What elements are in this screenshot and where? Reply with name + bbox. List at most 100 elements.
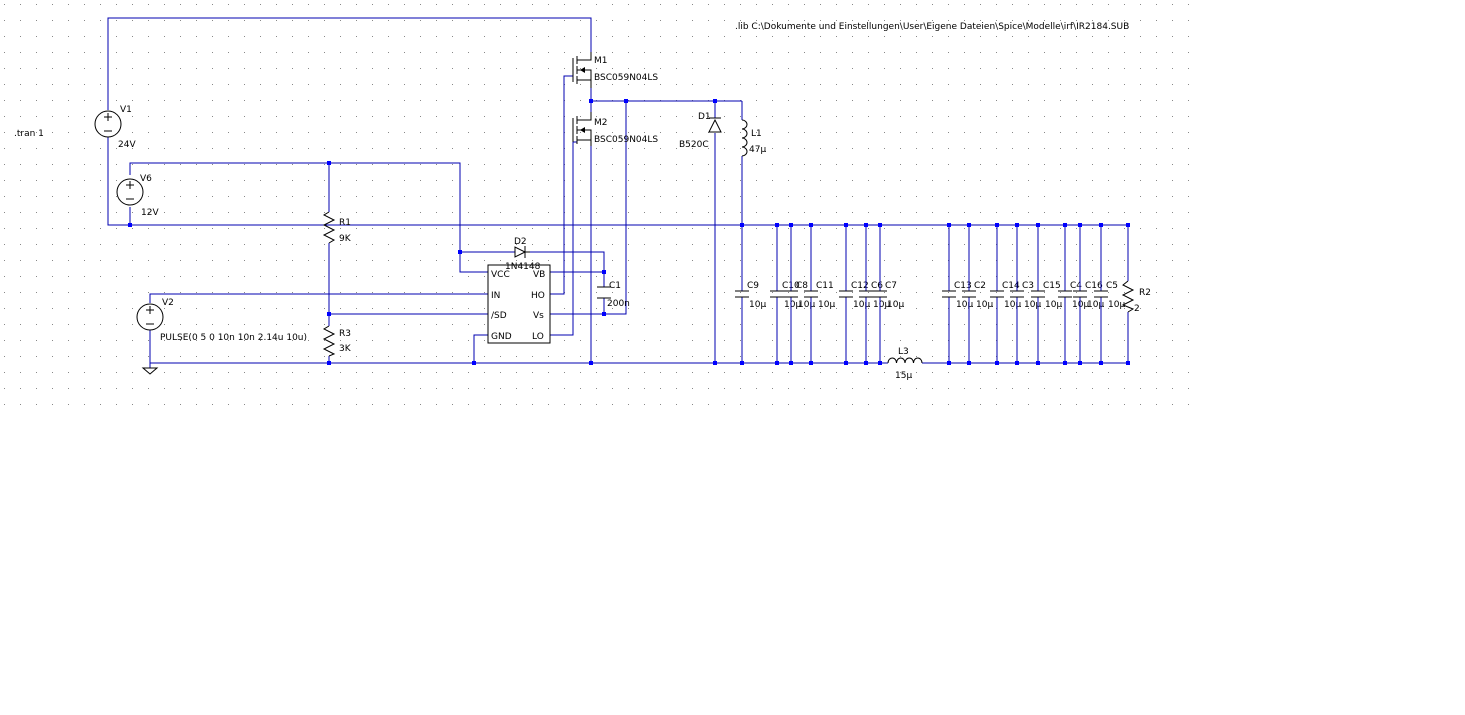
capacitor-ref: C2 <box>974 281 986 291</box>
m2-ref: M2 <box>594 118 608 128</box>
m2-value: BSC059N04LS <box>594 135 658 145</box>
junction-dot <box>602 312 606 316</box>
capacitor-ref: C12 <box>851 281 869 291</box>
resistor-r2[interactable]: R2 2 <box>1121 280 1151 314</box>
junction-dot <box>864 223 868 227</box>
mosfet-m1[interactable]: M1 BSC059N04LS <box>572 52 658 88</box>
junction-dot <box>967 223 971 227</box>
resistor-r1[interactable]: R1 9K <box>322 211 352 244</box>
pin-lo: LO <box>532 332 544 342</box>
capacitor-value: 10µ <box>873 300 890 310</box>
pin-vcc: VCC <box>491 270 510 280</box>
junction-dot <box>1063 223 1067 227</box>
inductor-l1[interactable]: L1 47µ <box>741 119 766 157</box>
capacitor-ref: C13 <box>954 281 972 291</box>
diode-d1[interactable]: D1 B520C <box>679 112 722 150</box>
junction-dot <box>995 361 999 365</box>
junction-dot <box>1078 223 1082 227</box>
junction-dot <box>1036 223 1040 227</box>
d1-ref: D1 <box>698 112 711 122</box>
junction-dot <box>995 223 999 227</box>
capacitor-c7[interactable]: C7 10µ <box>873 225 904 363</box>
capacitor-c1[interactable]: C1 200n <box>597 281 630 309</box>
diode-d2[interactable]: D2 1N4148 <box>505 237 541 272</box>
v6-value: 12V <box>141 208 159 218</box>
v2-value: PULSE(0 5 0 10n 10n 2.14u 10u) <box>160 333 307 343</box>
capacitor-c5[interactable]: C5 10µ <box>1094 225 1125 363</box>
capacitor-value: 10µ <box>1072 300 1089 310</box>
junction-dot <box>967 361 971 365</box>
tran-directive[interactable]: .tran 1 <box>14 129 44 139</box>
junction-dot <box>789 361 793 365</box>
junction-dot <box>844 361 848 365</box>
junction-dot <box>602 270 606 274</box>
junction-dot <box>878 361 882 365</box>
capacitor-c13[interactable]: C13 10µ <box>942 225 973 363</box>
capacitor-value: 10µ <box>1004 300 1021 310</box>
junction-dot <box>458 250 462 254</box>
voltage-source-v1[interactable]: V1 24V <box>94 105 136 150</box>
capacitor-ref: C11 <box>816 281 834 291</box>
capacitor-value: 10µ <box>1045 300 1062 310</box>
capacitor-ref: C9 <box>747 281 759 291</box>
pin-vb: VB <box>533 270 545 280</box>
capacitor-value: 10µ <box>749 300 766 310</box>
mosfet-m2[interactable]: M2 BSC059N04LS <box>572 112 658 146</box>
junction-dot <box>128 223 132 227</box>
capacitor-c9[interactable]: C9 10µ <box>735 225 766 363</box>
capacitor-c11[interactable]: C11 10µ <box>804 225 835 363</box>
junction-dot <box>1126 223 1130 227</box>
junction-dot <box>1015 361 1019 365</box>
junction-dot <box>740 223 744 227</box>
capacitor-ref: C4 <box>1070 281 1082 291</box>
capacitor-c15[interactable]: C15 10µ <box>1031 225 1062 363</box>
voltage-source-v6[interactable]: V6 12V <box>116 174 159 218</box>
capacitor-c4[interactable]: C4 10µ <box>1058 225 1089 363</box>
capacitor-ref: C15 <box>1043 281 1061 291</box>
junction-dot <box>878 223 882 227</box>
junction-dot <box>864 361 868 365</box>
gate-driver-ic[interactable]: VCC IN /SD GND VB HO Vs LO <box>487 264 551 344</box>
c1-value: 200n <box>607 299 630 309</box>
junction-dot <box>713 99 717 103</box>
junction-dot <box>472 361 476 365</box>
l3-ref: L3 <box>898 347 909 357</box>
capacitor-ref: C5 <box>1106 281 1118 291</box>
junction-dot <box>327 312 331 316</box>
inductor-l3[interactable]: L3 15µ <box>887 347 923 381</box>
r1-ref: R1 <box>339 218 351 228</box>
junction-dot <box>624 99 628 103</box>
capacitor-ref: C7 <box>885 281 897 291</box>
junction-dot <box>713 361 717 365</box>
capacitor-value: 10µ <box>956 300 973 310</box>
l1-ref: L1 <box>751 129 762 139</box>
lib-directive[interactable]: .lib C:\Dokumente und Einstellungen\User… <box>735 22 1129 32</box>
capacitor-ref: C8 <box>796 281 808 291</box>
junction-dot <box>947 223 951 227</box>
voltage-source-v2[interactable]: V2 PULSE(0 5 0 10n 10n 2.14u 10u) <box>136 298 307 343</box>
resistor-r3[interactable]: R3 3K <box>322 325 352 357</box>
junction-dot <box>809 361 813 365</box>
capacitor-bank: C910µC1010µC810µC1110µC1210µC610µC710µC1… <box>735 225 1125 363</box>
capacitor-value: 10µ <box>1108 300 1125 310</box>
grid-dots <box>4 4 1189 405</box>
junction-dot <box>789 223 793 227</box>
pin-in: IN <box>491 291 500 301</box>
c1-ref: C1 <box>609 281 621 291</box>
junction-dot <box>809 223 813 227</box>
v1-value: 24V <box>118 140 136 150</box>
junction-dot <box>1063 361 1067 365</box>
capacitor-value: 10µ <box>818 300 835 310</box>
wires <box>107 17 1129 368</box>
junction-dot <box>844 223 848 227</box>
junction-dot <box>1099 223 1103 227</box>
